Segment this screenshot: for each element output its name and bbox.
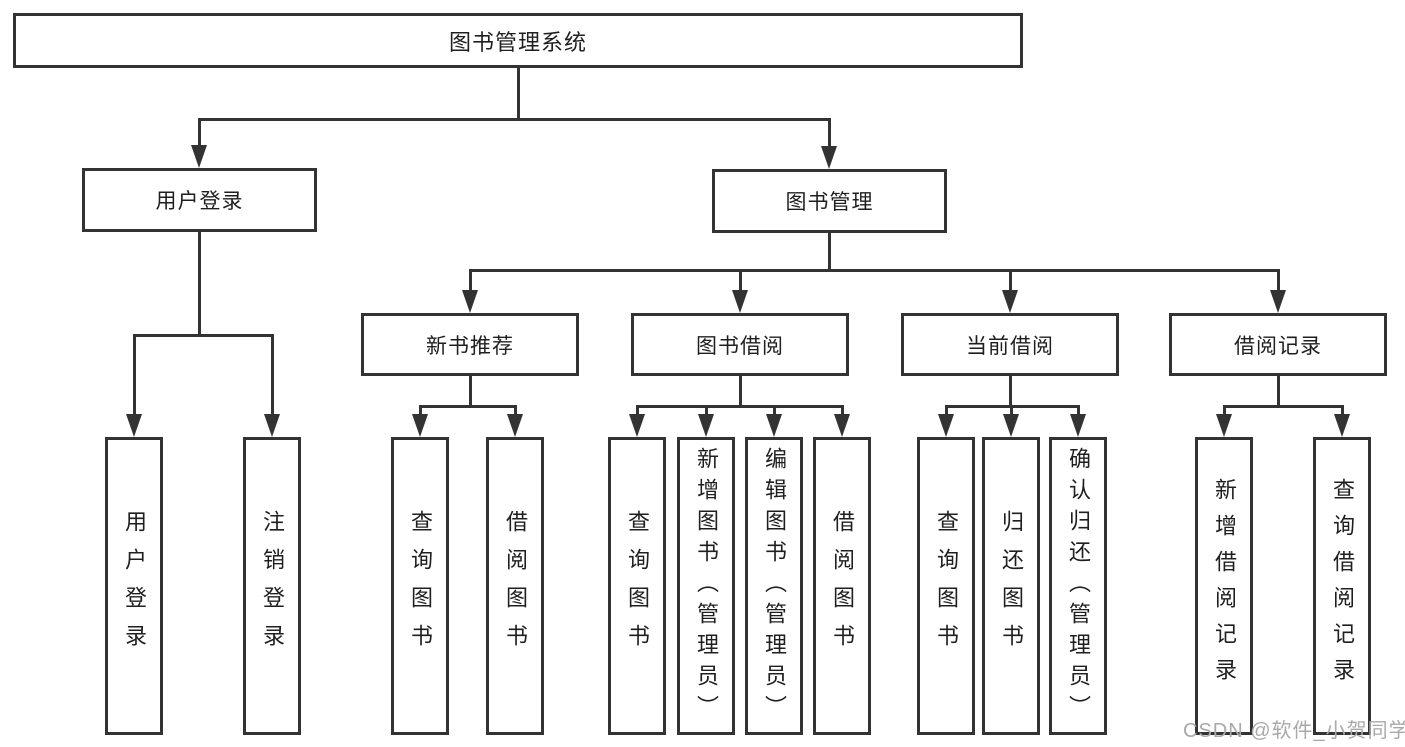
connector-line [197, 232, 201, 335]
box-label: 注销登录 [260, 510, 285, 662]
watermark: CSDN @软件_小贺同学 [1183, 720, 1405, 742]
connector-line [132, 335, 136, 419]
connector-arrowhead-icon [1070, 414, 1086, 437]
box-label: 查询借阅记录 [1330, 478, 1355, 694]
box-v-query-book-1: 查询图书 [391, 437, 449, 735]
connector-line [1222, 404, 1344, 408]
connector-line [840, 406, 844, 419]
box-label: 新增图书（管理员） [694, 446, 719, 726]
box-v-add-book: 新增图书（管理员） [677, 437, 735, 735]
box-label: 新书推荐 [426, 334, 514, 358]
connector-line [468, 270, 472, 295]
connector-arrowhead-icon [766, 414, 782, 437]
box-label: 借阅图书 [503, 510, 528, 662]
connector-line [513, 406, 517, 419]
connector-line [1276, 270, 1280, 295]
box-label: 借阅记录 [1234, 334, 1322, 358]
box-v-logout: 注销登录 [243, 437, 301, 735]
connector-arrowhead-icon [126, 414, 142, 437]
box-v-add-record: 新增借阅记录 [1195, 437, 1253, 735]
connector-line [772, 406, 776, 419]
connector-arrowhead-icon [1334, 414, 1350, 437]
connector-arrowhead-icon [412, 414, 428, 437]
box-label: 归还图书 [999, 510, 1024, 662]
connector-arrowhead-icon [629, 414, 645, 437]
box-v-query-book-2: 查询图书 [608, 437, 666, 735]
connector-arrowhead-icon [507, 414, 523, 437]
connector-line [827, 233, 831, 270]
connector-arrowhead-icon [834, 414, 850, 437]
connector-arrowhead-icon [1216, 414, 1232, 437]
box-label: 用户登录 [155, 190, 244, 213]
connector-line [1008, 376, 1012, 406]
box-label: 当前借阅 [966, 334, 1054, 358]
box-root: 图书管理系统 [13, 13, 1023, 68]
box-book-mgmt: 图书管理 [712, 169, 947, 233]
box-v-borrow-book-2: 借阅图书 [813, 437, 871, 735]
box-label: 借阅图书 [830, 510, 855, 662]
box-v-return-book: 归还图书 [982, 437, 1040, 735]
box-label: 编辑图书（管理员） [762, 446, 787, 726]
box-label: 图书管理 [785, 191, 874, 214]
connector-line [270, 335, 274, 419]
connector-line [704, 406, 708, 419]
box-v-query-book-3: 查询图书 [917, 437, 975, 735]
connector-line [635, 404, 844, 408]
connector-line [516, 68, 520, 119]
connector-arrowhead-icon [264, 414, 280, 437]
connector-line [738, 376, 742, 406]
connector-arrowhead-icon [462, 290, 478, 313]
box-label: 用户登录 [122, 510, 147, 662]
box-book-borrow: 图书借阅 [631, 313, 849, 376]
connector-line [827, 119, 831, 151]
connector-line [1009, 406, 1013, 419]
connector-line [418, 406, 422, 419]
connector-line [132, 333, 274, 337]
connector-line [1076, 406, 1080, 419]
connector-arrowhead-icon [732, 290, 748, 313]
box-new-book-rec: 新书推荐 [361, 313, 579, 376]
connector-arrowhead-icon [698, 414, 714, 437]
box-user-login: 用户登录 [82, 168, 317, 232]
box-label: 确认归还（管理员） [1066, 446, 1091, 726]
connector-line [738, 270, 742, 295]
box-v-confirm-return: 确认归还（管理员） [1049, 437, 1107, 735]
box-v-user-login: 用户登录 [105, 437, 163, 735]
connector-line [468, 268, 1280, 272]
connector-arrowhead-icon [1003, 414, 1019, 437]
box-v-borrow-book-1: 借阅图书 [486, 437, 544, 735]
box-label: 查询图书 [625, 510, 650, 662]
connector-line [635, 406, 639, 419]
box-v-query-record: 查询借阅记录 [1313, 437, 1371, 735]
connector-line [197, 117, 831, 121]
connector-arrowhead-icon [1002, 290, 1018, 313]
connector-line [1222, 406, 1226, 419]
box-label: 新增借阅记录 [1212, 478, 1237, 694]
box-current-borrow: 当前借阅 [901, 313, 1119, 376]
connector-arrowhead-icon [821, 146, 837, 169]
connector-line [418, 404, 517, 408]
box-label: 查询图书 [934, 510, 959, 662]
connector-line [1008, 270, 1012, 295]
box-borrow-records: 借阅记录 [1169, 313, 1387, 376]
connector-arrowhead-icon [1270, 290, 1286, 313]
connector-line [1340, 406, 1344, 419]
box-label: 图书管理系统 [448, 29, 587, 55]
box-label: 查询图书 [408, 510, 433, 662]
connector-arrowhead-icon [938, 414, 954, 437]
connector-line [1276, 376, 1280, 406]
box-v-edit-book: 编辑图书（管理员） [745, 437, 803, 735]
connector-line [944, 406, 948, 419]
box-label: 图书借阅 [696, 334, 784, 358]
connector-arrowhead-icon [191, 145, 207, 168]
connector-line [468, 376, 472, 406]
connector-line [197, 119, 201, 150]
